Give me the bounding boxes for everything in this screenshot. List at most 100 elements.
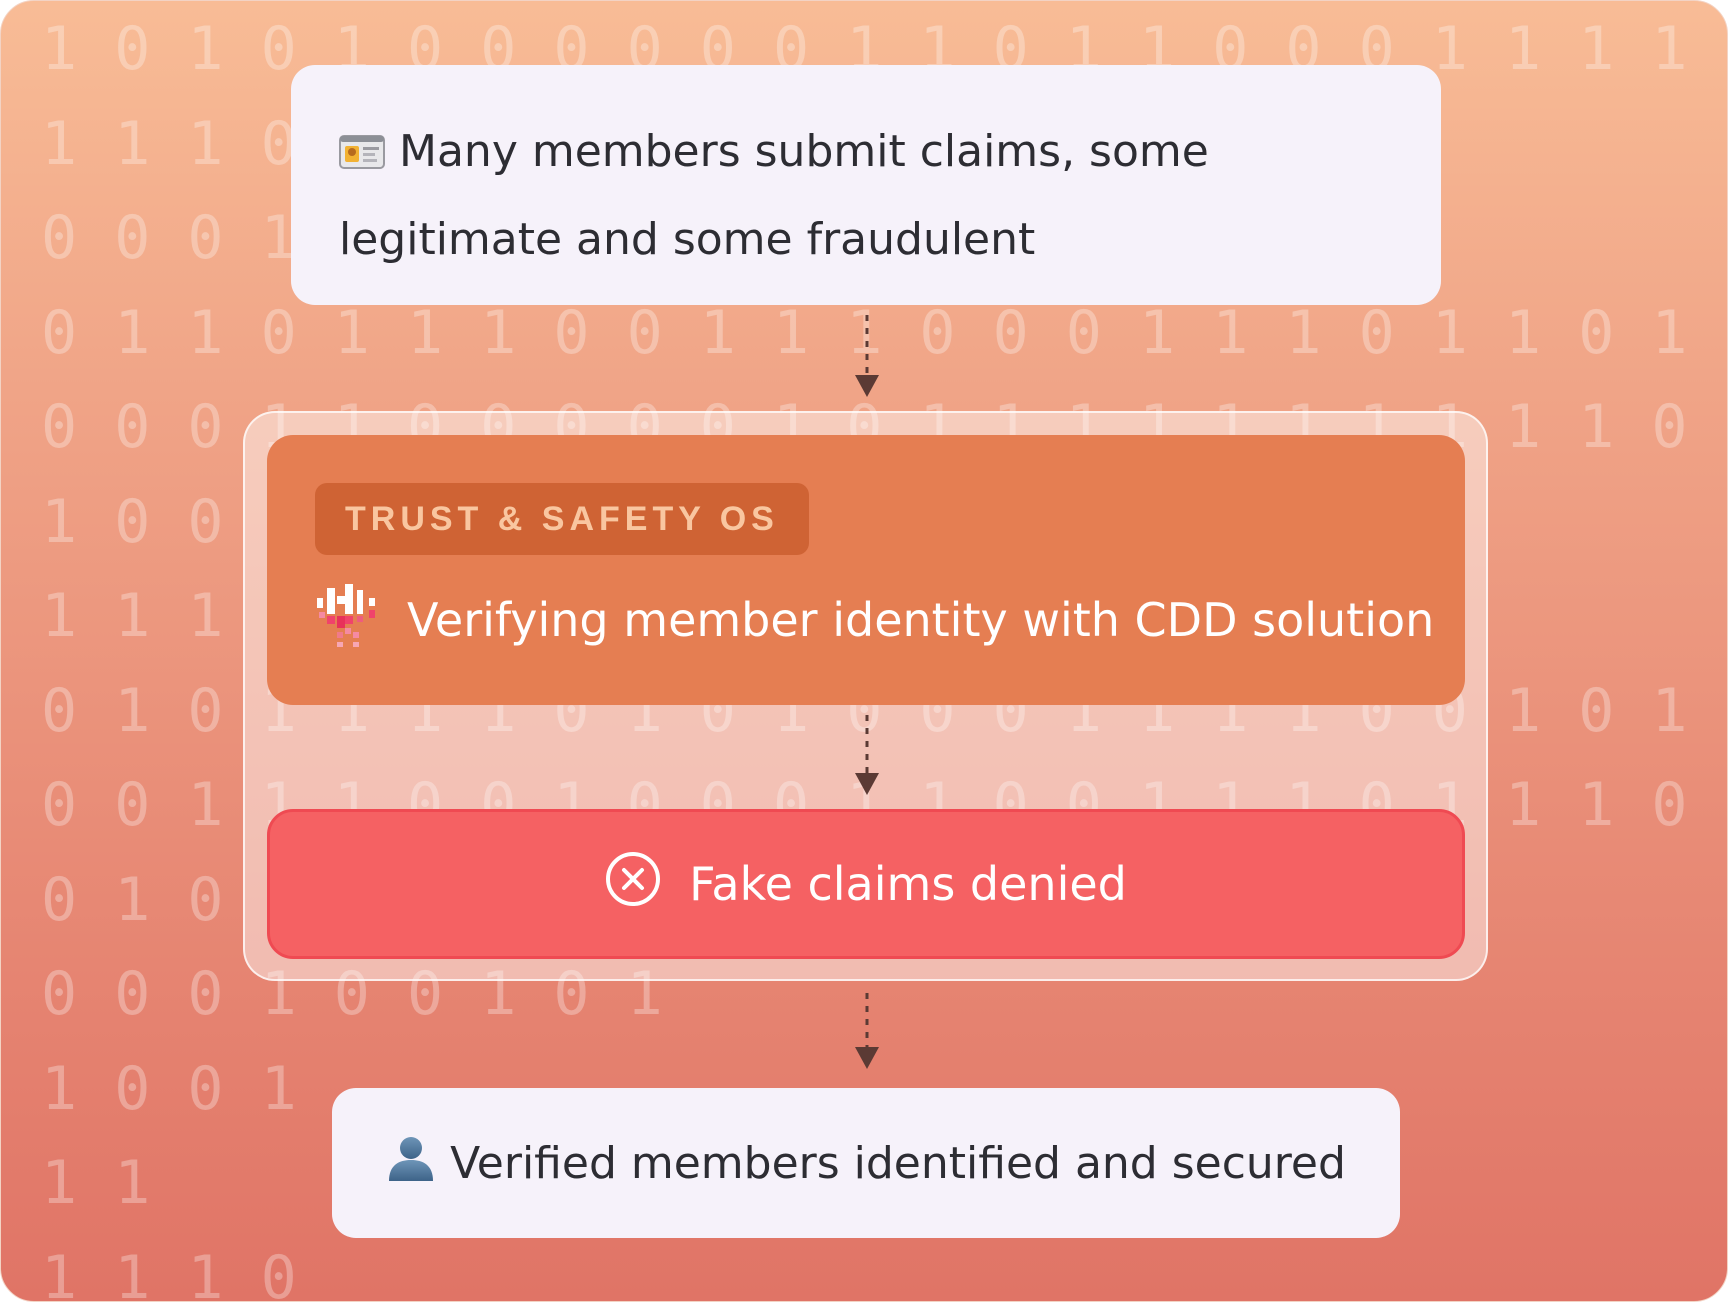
binary-digit: 0: [1725, 303, 1727, 363]
binary-digit: 1: [1505, 770, 1542, 840]
binary-digit: 1: [1578, 14, 1615, 84]
verification-text: Verifying member identity with CDD solut…: [407, 593, 1435, 647]
binary-digit: 0: [187, 392, 224, 462]
binary-digit: 0: [260, 1242, 297, 1302]
binary-digit: 1: [1725, 397, 1727, 457]
binary-digit: 1: [187, 1242, 224, 1302]
binary-digit: 0: [187, 675, 224, 746]
binary-digit: 0: [41, 297, 78, 368]
binary-digit: 1: [41, 1148, 78, 1218]
binary-digit: 1: [114, 1148, 151, 1218]
binary-digit: 0: [553, 297, 590, 368]
binary-digit: 0: [41, 392, 78, 462]
verified-members-text: Verified members identified and secured: [450, 1137, 1346, 1189]
claims-submitted-card: Many members submit claims, some legitim…: [291, 65, 1441, 305]
binary-digit: 1: [114, 108, 151, 179]
arrow-connector: [855, 993, 879, 1069]
binary-digit: 1: [114, 675, 151, 746]
binary-digit: 1: [1212, 297, 1249, 368]
binary-digit: 0: [1578, 297, 1615, 368]
binary-digit: 1: [1431, 297, 1468, 368]
binary-digit: 0: [260, 14, 297, 84]
verified-members-card: Verified members identified and secured: [332, 1088, 1400, 1238]
fake-claims-denied-card: Fake claims denied: [267, 809, 1465, 959]
binary-digit: 0: [114, 14, 151, 84]
claims-text-line-2: legitimate and some fraudulent: [339, 213, 1036, 265]
arrow-connector: [855, 315, 879, 397]
binary-digit: 1: [114, 581, 151, 651]
binary-digit: 0: [187, 486, 224, 557]
binary-digit: 1: [846, 297, 883, 368]
binary-digit: 0: [187, 864, 224, 935]
binary-digit: 0: [114, 1053, 151, 1124]
binary-digit: 0: [1651, 392, 1688, 462]
brand-logo-icon: [315, 582, 381, 659]
binary-digit: 1: [1578, 770, 1615, 840]
binary-digit: 0: [187, 203, 224, 273]
binary-digit: 0: [1725, 681, 1727, 741]
binary-digit: 1: [1725, 19, 1727, 79]
binary-digit: 1: [480, 297, 517, 368]
claims-line-1: Many members submit claims, some: [339, 109, 1397, 197]
binary-digit: 0: [41, 864, 78, 935]
x-circle-icon: [605, 851, 661, 918]
binary-digit: 1: [41, 108, 78, 179]
binary-digit: 1: [1651, 14, 1688, 84]
binary-digit: 0: [114, 486, 151, 557]
binary-digit: 1: [260, 1053, 297, 1124]
binary-digit: 1: [114, 297, 151, 368]
id-card-icon: [339, 112, 385, 197]
binary-digit: 0: [187, 1053, 224, 1124]
arrow-connector: [855, 715, 879, 795]
binary-digit: 1: [260, 203, 297, 273]
binary-digit: 0: [41, 203, 78, 273]
trust-safety-os-card: TRUST & SAFETY OS: [267, 435, 1465, 705]
binary-digit: 1: [333, 297, 370, 368]
binary-digit: 0: [1358, 297, 1395, 368]
binary-digit: 1: [41, 1242, 78, 1302]
binary-digit: 1: [1285, 297, 1322, 368]
binary-digit: 0: [1578, 675, 1615, 746]
binary-digit: 0: [553, 959, 590, 1029]
binary-digit: 0: [41, 770, 78, 840]
binary-digit: 1: [41, 581, 78, 651]
binary-digit: 0: [919, 297, 956, 368]
binary-digit: 1: [1505, 297, 1542, 368]
binary-digit: 1: [187, 108, 224, 179]
binary-digit: 0: [333, 959, 370, 1029]
binary-digit: 1: [41, 14, 78, 84]
claims-text-line-1: Many members submit claims, some: [399, 126, 1209, 177]
binary-digit: 0: [260, 108, 297, 179]
binary-digit: 1: [626, 959, 663, 1029]
verification-step: Verifying member identity with CDD solut…: [315, 583, 1435, 655]
binary-digit: 0: [626, 297, 663, 368]
binary-digit: 1: [1578, 392, 1615, 462]
binary-digit: 1: [41, 486, 78, 557]
binary-digit: 1: [1505, 392, 1542, 462]
binary-digit: 0: [187, 959, 224, 1029]
binary-digit: 0: [41, 675, 78, 746]
binary-digit: 1: [699, 297, 736, 368]
binary-digit: 0: [114, 959, 151, 1029]
binary-digit: 0: [41, 959, 78, 1029]
binary-digit: 1: [114, 1242, 151, 1302]
binary-digit: 0: [1065, 297, 1102, 368]
binary-digit: 1: [41, 1053, 78, 1124]
user-icon: [386, 1133, 436, 1194]
binary-digit: 0: [407, 959, 444, 1029]
binary-digit: 1: [187, 770, 224, 840]
binary-digit: 1: [773, 297, 810, 368]
denied-text: Fake claims denied: [689, 857, 1127, 911]
binary-digit: 1: [1651, 297, 1688, 368]
binary-digit: 0: [260, 297, 297, 368]
binary-digit: 1: [114, 864, 151, 935]
binary-digit: 1: [187, 14, 224, 84]
binary-digit: 1: [407, 297, 444, 368]
binary-digit: 1: [1431, 14, 1468, 84]
binary-digit: 0: [114, 203, 151, 273]
binary-digit: 1: [1651, 675, 1688, 746]
binary-digit: 1: [187, 581, 224, 651]
binary-digit: 1: [1725, 775, 1727, 835]
binary-digit: 1: [480, 959, 517, 1029]
